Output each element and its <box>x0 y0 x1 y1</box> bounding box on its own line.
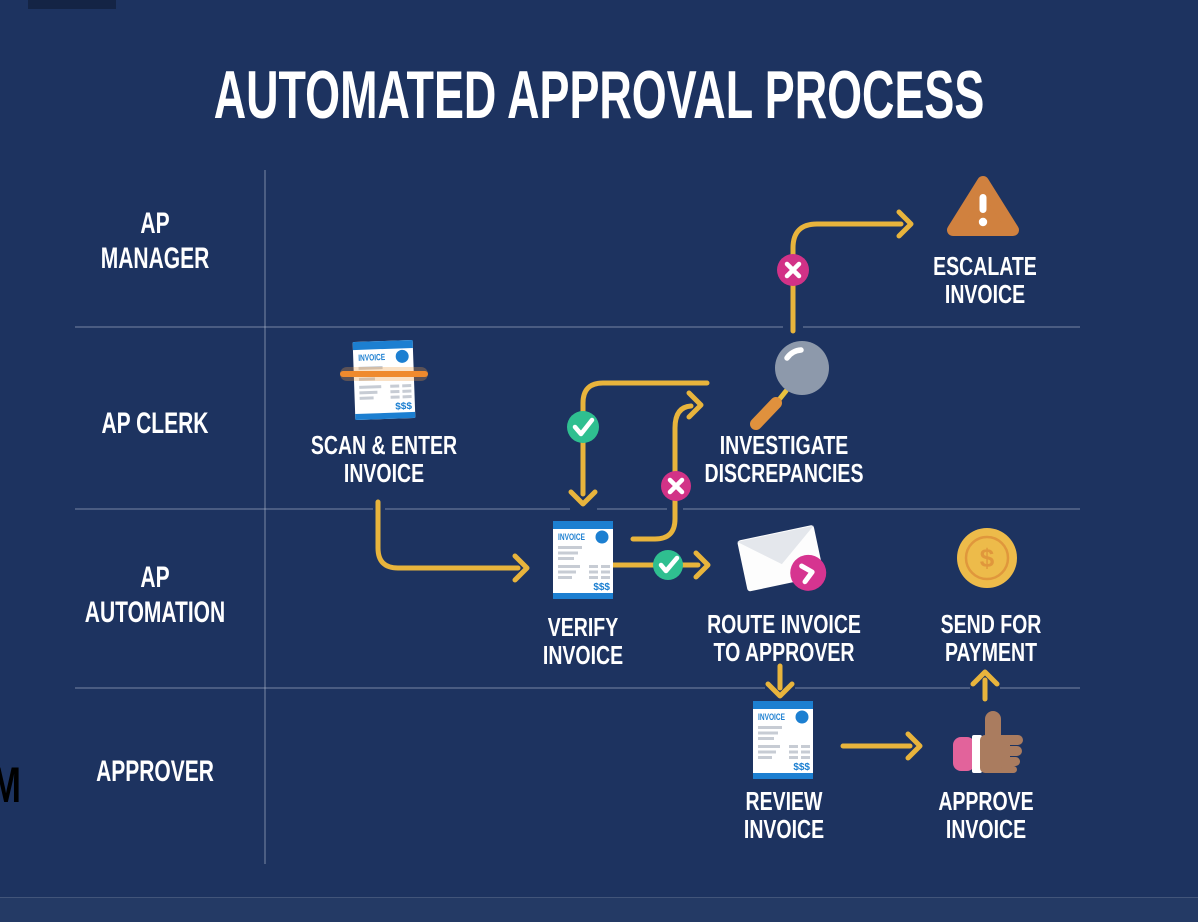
invoice-header-text: INVOICE <box>758 712 785 722</box>
invoice-doc-icon: INVOICE $$$ <box>553 521 613 599</box>
invoice-header-text: INVOICE <box>558 532 585 542</box>
success-check-icon <box>567 411 599 443</box>
arrowhead-icon <box>693 550 711 580</box>
lane-label-ap-manager: AP MANAGER <box>100 207 210 276</box>
route-forward-icon <box>790 554 827 591</box>
success-check-icon <box>653 550 683 580</box>
watermark-letter: M <box>0 760 21 810</box>
lane-label-ap-clerk: AP CLERK <box>101 407 209 440</box>
arrow-review-to-approve <box>840 731 923 761</box>
arrow-investigate-to-escalate <box>790 209 914 334</box>
swimlane-grid <box>75 170 1080 864</box>
arrowhead-icon <box>512 553 530 583</box>
arrow-verify-to-investigate <box>630 390 704 542</box>
scan-line-icon <box>340 367 428 381</box>
arrow-scan-to-verify <box>375 499 530 583</box>
flow-arrows <box>375 209 1000 761</box>
step-label-investigate: INVESTIGATE DISCREPANCIES <box>704 430 864 488</box>
step-label-send: SEND FOR PAYMENT <box>940 609 1042 667</box>
arrowhead-icon <box>896 209 914 239</box>
reject-x-icon <box>661 471 691 501</box>
step-label-escalate: ESCALATE INVOICE <box>933 251 1037 309</box>
step-label-route: ROUTE INVOICE TO APPROVER <box>707 609 861 667</box>
invoice-amount-text: $$$ <box>395 401 412 413</box>
invoice-doc-icon: INVOICE $$$ <box>753 701 813 779</box>
invoice-amount-text: $$$ <box>593 582 610 593</box>
page-title: AUTOMATED APPROVAL PROCESS <box>213 57 985 133</box>
arrow-investigate-to-verify <box>568 380 710 507</box>
dollar-symbol: $ <box>980 543 995 573</box>
top-left-notch <box>28 0 116 9</box>
magnifier-icon <box>750 341 829 430</box>
arrow-route-to-review <box>765 663 795 699</box>
invoice-scan-icon: INVOICE $$$ <box>340 339 428 421</box>
envelope-icon <box>737 525 827 592</box>
bottom-band <box>0 897 1198 922</box>
lane-label-ap-automation: AP AUTOMATION <box>84 561 226 630</box>
step-label-scan: SCAN & ENTER INVOICE <box>310 430 458 488</box>
arrowhead-icon <box>905 731 923 761</box>
lane-label-approver: APPROVER <box>96 755 214 788</box>
step-label-review: REVIEW INVOICE <box>743 786 825 844</box>
step-label-approve: APPROVE INVOICE <box>938 786 1034 844</box>
arrowhead-icon <box>765 681 795 699</box>
invoice-amount-text: $$$ <box>793 762 810 773</box>
arrow-approve-to-send <box>970 669 1000 702</box>
status-badges <box>567 254 809 580</box>
invoice-header-text: INVOICE <box>358 352 385 363</box>
warning-triangle-icon <box>947 176 1019 236</box>
arrowhead-icon <box>568 489 598 507</box>
thumbs-up-icon <box>953 711 1023 773</box>
coin-icon: $ <box>957 528 1017 588</box>
arrowhead-icon <box>686 390 704 420</box>
arrowhead-icon <box>970 669 1000 687</box>
reject-x-icon <box>777 254 809 286</box>
step-label-verify: VERIFY INVOICE <box>542 612 624 670</box>
